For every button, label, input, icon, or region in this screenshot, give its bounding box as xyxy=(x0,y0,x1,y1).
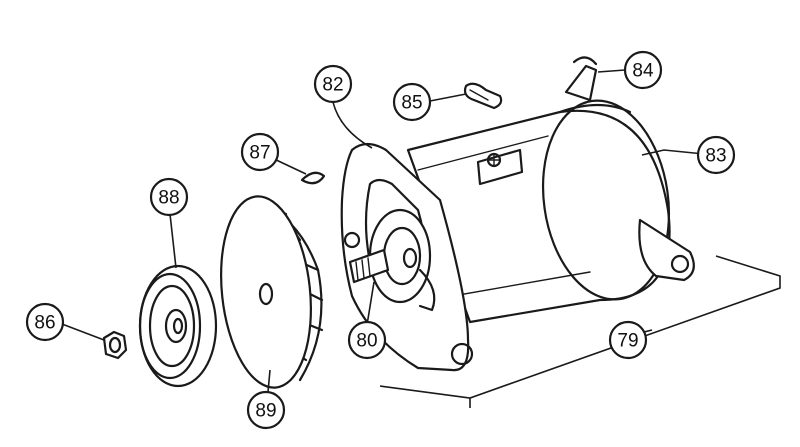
woodruff-key xyxy=(300,171,326,185)
brush-spring xyxy=(463,82,503,110)
assembly-bracket-79 xyxy=(379,255,781,399)
generator-body xyxy=(406,56,695,324)
callout-83: 83 xyxy=(696,135,736,175)
callout-83-label: 83 xyxy=(705,146,726,167)
callout-80-label: 80 xyxy=(356,331,377,352)
callout-82-label: 82 xyxy=(322,75,343,96)
callout-79-label: 79 xyxy=(617,331,638,352)
callout-80: 80 xyxy=(347,320,387,360)
fan xyxy=(220,195,324,389)
callout-86: 86 xyxy=(25,302,65,342)
callout-84-label: 84 xyxy=(632,61,654,82)
callout-87-label: 87 xyxy=(249,143,270,164)
callout-79: 79 xyxy=(608,320,648,360)
callout-82: 82 xyxy=(313,64,353,104)
callout-87: 87 xyxy=(240,132,280,172)
callout-86-label: 86 xyxy=(34,313,55,334)
callout-89-label: 89 xyxy=(255,401,276,422)
callout-88-label: 88 xyxy=(158,188,179,209)
nut xyxy=(102,330,128,360)
bearing-hub xyxy=(348,208,436,312)
callout-85-label: 85 xyxy=(401,93,422,114)
callout-88: 88 xyxy=(149,177,189,217)
callout-85: 85 xyxy=(392,82,432,122)
callout-89: 89 xyxy=(246,390,286,430)
callout-84: 84 xyxy=(623,50,663,90)
pulley xyxy=(138,264,218,388)
